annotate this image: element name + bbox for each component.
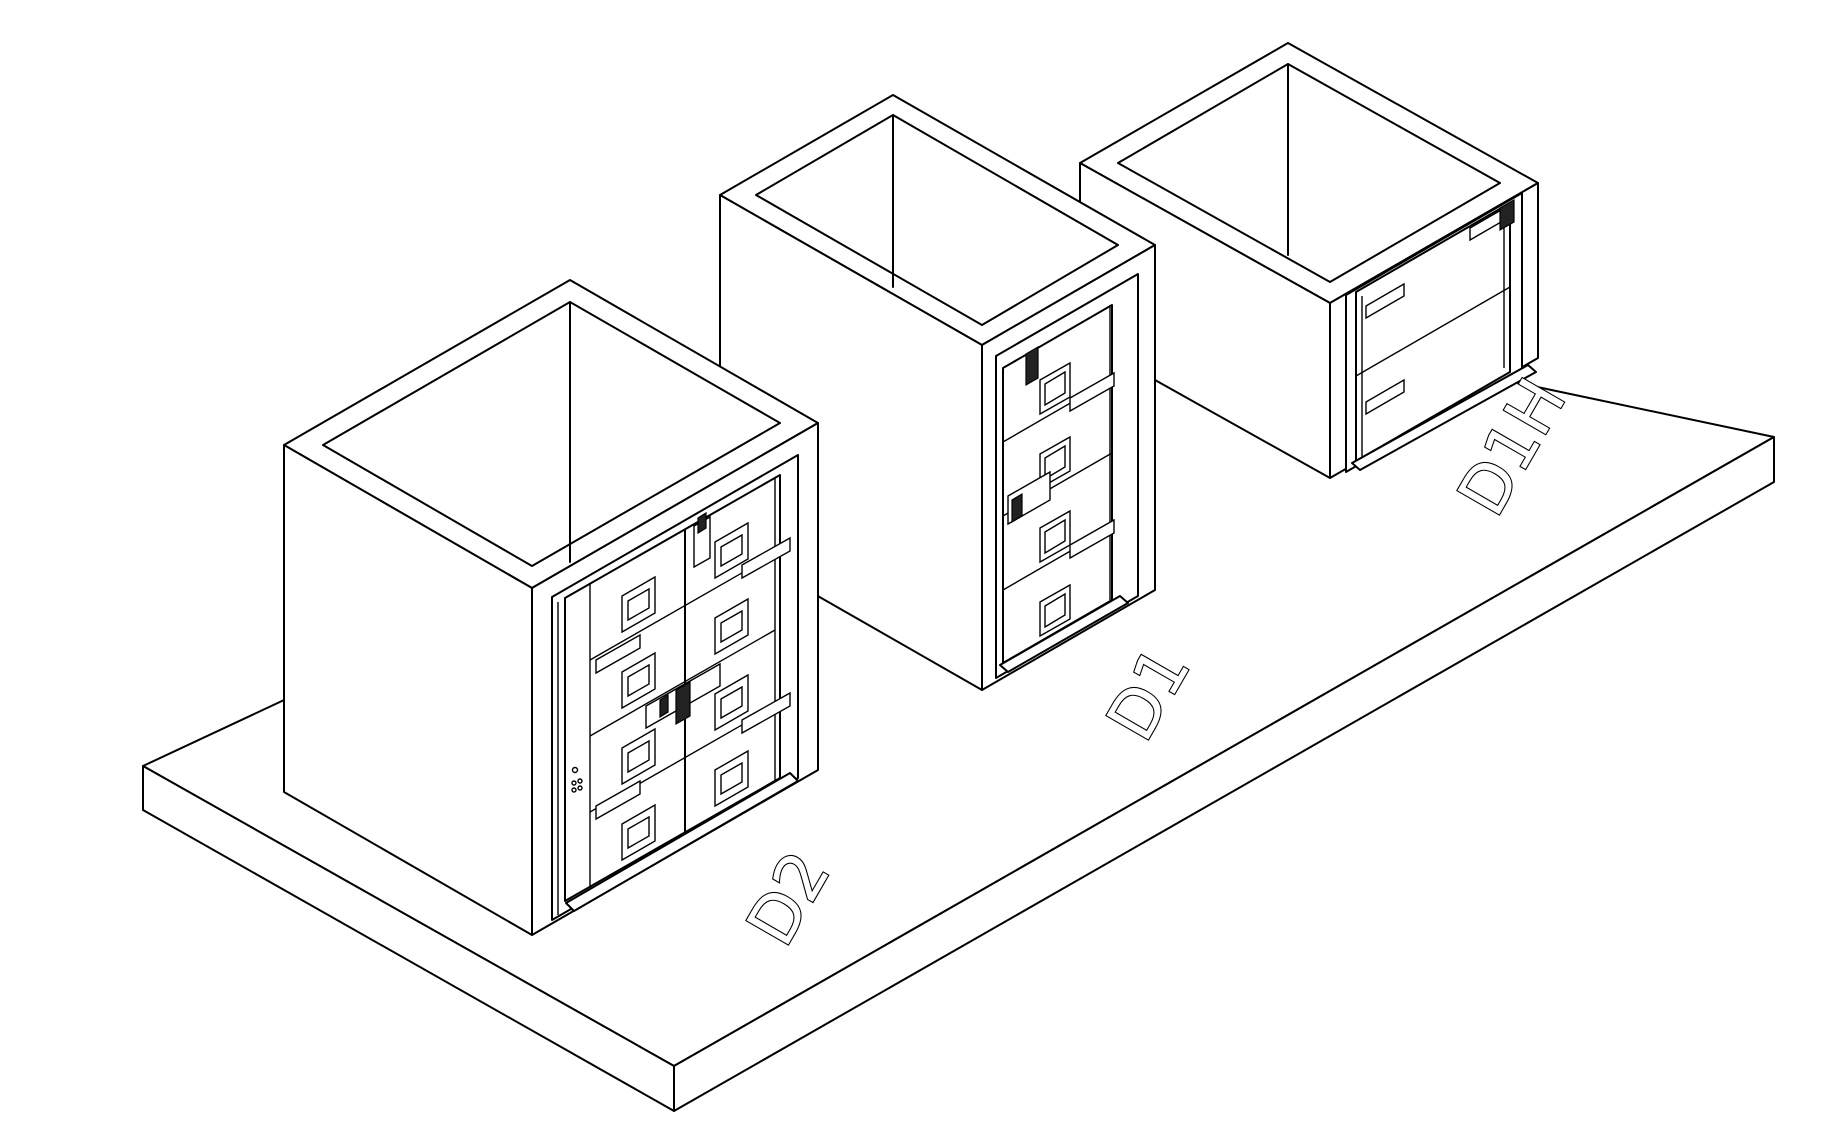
hinge-icon [595, 779, 641, 821]
latch-icon [1499, 198, 1515, 232]
handle-icon [659, 693, 669, 719]
door-leaf-d1h [1351, 198, 1537, 471]
hinge-icon [741, 536, 791, 580]
door-leaf-d1 [999, 304, 1129, 673]
cabinet-d2: D2 [283, 279, 846, 959]
handle-icon [675, 680, 691, 726]
lock-icon [1025, 345, 1039, 387]
hinge-icon [595, 633, 641, 675]
handle-icon [1011, 492, 1023, 524]
hinge-icon [741, 691, 791, 735]
hinge-icon [1069, 518, 1115, 560]
hinge-icon [1069, 371, 1115, 413]
hinge-icon [1365, 282, 1405, 320]
latch-icon [697, 511, 707, 535]
door-leaf-d2 [557, 474, 799, 915]
hinge-icon [1365, 378, 1405, 416]
